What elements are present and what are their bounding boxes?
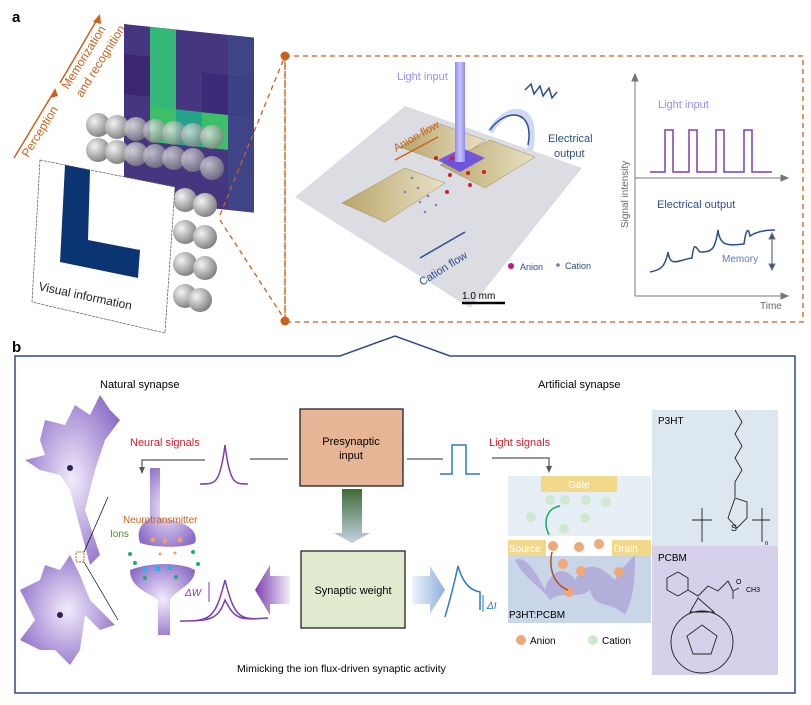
neurotransmitter-label: Neurotransmitter bbox=[123, 515, 198, 526]
light-beam bbox=[455, 62, 465, 162]
light-pulse bbox=[440, 444, 480, 475]
presynaptic-input-box bbox=[299, 408, 404, 487]
photoreceptor-spheres bbox=[86, 113, 224, 312]
cation-legend-icon bbox=[588, 635, 598, 645]
synaptic-weight-box bbox=[300, 550, 406, 629]
drain-label: Drain bbox=[614, 544, 638, 555]
ions-label: Ions bbox=[110, 529, 129, 540]
anion-legend-text: Anion bbox=[530, 636, 556, 647]
pcbm-label: PCBM bbox=[658, 553, 687, 564]
delta-w-label: ΔW bbox=[184, 588, 203, 599]
caption: Mimicking the ion flux-driven synaptic a… bbox=[237, 663, 447, 675]
panel-b-label: b bbox=[12, 339, 21, 356]
electrical-output-curve bbox=[649, 229, 776, 273]
memory-label: Memory bbox=[722, 254, 758, 265]
weight-change-curve bbox=[179, 579, 269, 622]
artificial-synapse-title: Artificial synapse bbox=[538, 379, 621, 391]
graph-electrical-output-label: Electrical output bbox=[657, 199, 735, 211]
ester-o-label: O bbox=[736, 579, 742, 586]
anion-legend-dot bbox=[508, 263, 514, 269]
light-input-pulses bbox=[650, 129, 772, 173]
cation-legend-dot bbox=[556, 263, 560, 267]
visual-information-card: Visual information bbox=[31, 159, 176, 334]
anion-legend-icon bbox=[516, 635, 526, 645]
x-axis-label: Time bbox=[760, 301, 782, 312]
light-input-label: Light input bbox=[397, 71, 448, 83]
graph-light-input-label: Light input bbox=[658, 99, 709, 111]
delta-i-label: ΔI bbox=[486, 601, 497, 612]
cation-legend-text: Cation bbox=[602, 636, 631, 647]
down-arrow bbox=[334, 489, 370, 543]
artificial-synapse-device bbox=[508, 476, 651, 623]
p3ht-panel bbox=[652, 410, 778, 546]
synaptic-weight-label: Synaptic weight bbox=[314, 585, 391, 597]
device-illustration bbox=[295, 62, 582, 308]
sulfur-label: S bbox=[731, 523, 737, 533]
left-arrow bbox=[255, 565, 290, 615]
pcbm-structure bbox=[666, 571, 740, 674]
cation-legend-label: Cation bbox=[565, 261, 591, 271]
current-change-curve bbox=[444, 565, 481, 618]
neurons bbox=[20, 395, 200, 665]
p3ht-label: P3HT bbox=[658, 416, 684, 427]
ester-ch3-label: CH3 bbox=[746, 587, 760, 594]
perception-arrow bbox=[13, 14, 101, 159]
right-arrow bbox=[412, 566, 445, 614]
neural-signals-label: Neural signals bbox=[130, 437, 200, 449]
y-axis-label: Signal intensity bbox=[620, 161, 631, 228]
n-subscript: n bbox=[765, 541, 768, 547]
presynaptic-input-label-2: input bbox=[339, 450, 363, 462]
perception-label: Perception bbox=[19, 104, 61, 160]
light-signals-label: Light signals bbox=[489, 437, 551, 449]
connector-dot-bottom bbox=[280, 316, 290, 326]
connector-dot-top bbox=[280, 51, 290, 61]
zoom-connector-lines bbox=[219, 55, 804, 323]
source-label: Source bbox=[509, 544, 541, 555]
neural-signal-arrow bbox=[141, 459, 205, 470]
gate-label: Gate bbox=[568, 480, 590, 491]
pcbm-panel bbox=[652, 546, 778, 675]
panel-b-frame bbox=[14, 335, 796, 694]
scale-bar-label: 1.0 mm bbox=[462, 291, 495, 302]
blend-label: P3HT:PCBM bbox=[509, 610, 565, 621]
electrical-output-label-2: output bbox=[554, 148, 585, 160]
panel-a-label: a bbox=[12, 9, 21, 26]
neural-spike bbox=[199, 444, 249, 485]
natural-synapse-title: Natural synapse bbox=[100, 379, 180, 391]
electrical-output-label-1: Electrical bbox=[548, 133, 593, 145]
presynaptic-input-label-1: Presynaptic bbox=[322, 436, 380, 448]
signal-graph bbox=[631, 72, 790, 300]
p3ht-structure bbox=[692, 409, 770, 542]
anion-legend-label: Anion bbox=[520, 262, 543, 272]
